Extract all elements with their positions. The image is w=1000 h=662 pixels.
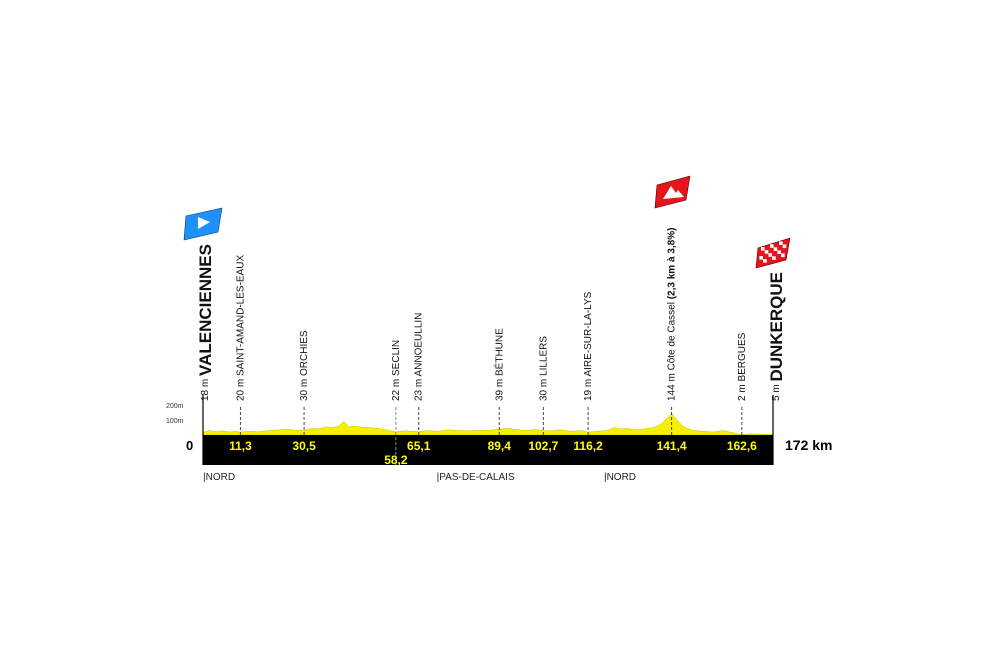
checkered-square bbox=[772, 256, 776, 260]
waypoint-name: Côte de Cassel bbox=[666, 302, 677, 370]
climb-details: (2,3 km à 3,8%) bbox=[666, 228, 677, 302]
checkered-square bbox=[764, 250, 769, 254]
region-label: |NORD bbox=[203, 472, 235, 483]
checkered-square bbox=[777, 250, 781, 254]
waypoint-altitude: 144 m bbox=[666, 370, 677, 401]
waypoint-altitude: 20 m bbox=[235, 376, 246, 401]
waypoint-altitude: 2 m bbox=[736, 382, 747, 401]
waypoint-altitude: 30 m bbox=[538, 376, 549, 401]
region-label: |NORD bbox=[604, 472, 636, 483]
checkered-square bbox=[761, 247, 765, 251]
checkered-square bbox=[759, 256, 763, 260]
waypoint-altitude: 30 m bbox=[299, 376, 310, 401]
checkered-square bbox=[770, 244, 774, 248]
waypoint-name: SECLIN bbox=[390, 340, 401, 376]
waypoint-altitude: 5 m bbox=[771, 382, 782, 401]
waypoint-label: 2 m BERGUES bbox=[736, 332, 747, 401]
waypoint-name: ANNOEULLIN bbox=[413, 313, 424, 377]
total-distance-label: 172 km bbox=[785, 437, 832, 453]
waypoint-name: ORCHIES bbox=[299, 330, 310, 376]
waypoint-label: 18 m VALENCIENNES bbox=[196, 244, 215, 401]
waypoint-km-label: 30,5 bbox=[292, 439, 316, 453]
waypoint-name: VALENCIENNES bbox=[196, 244, 215, 376]
waypoint-name: LILLERS bbox=[538, 336, 549, 376]
waypoint-km-label: 102,7 bbox=[528, 439, 558, 453]
region-label: |PAS-DE-CALAIS bbox=[437, 472, 515, 483]
finish-flag-icon bbox=[755, 237, 791, 269]
y-tick-label: 200m bbox=[166, 403, 184, 410]
checkered-square bbox=[763, 259, 767, 263]
checkered-square bbox=[782, 244, 787, 249]
waypoint-label: 19 m AIRE-SUR-LA-LYS bbox=[583, 291, 594, 401]
zero-label: 0 bbox=[186, 438, 193, 453]
waypoint-km-label: 116,2 bbox=[573, 439, 603, 453]
elevation-profile-area bbox=[202, 413, 774, 436]
waypoint-altitude: 22 m bbox=[390, 376, 401, 401]
waypoint-km-label: 162,6 bbox=[727, 439, 757, 453]
waypoint-label: 30 m ORCHIES bbox=[299, 330, 310, 401]
mountain-icon bbox=[663, 186, 684, 199]
waypoint-name: DUNKERQUE bbox=[767, 272, 786, 382]
waypoint-label: 22 m SECLIN bbox=[390, 340, 401, 401]
waypoint-name: AIRE-SUR-LA-LYS bbox=[583, 291, 594, 376]
waypoint-km-label: 11,3 bbox=[229, 439, 252, 453]
checkered-square bbox=[773, 247, 778, 251]
waypoint-name: BERGUES bbox=[736, 332, 747, 381]
checkered-square bbox=[781, 253, 785, 258]
waypoint-label: 23 m ANNOEULLIN bbox=[413, 313, 424, 401]
waypoint-altitude: 18 m bbox=[200, 376, 211, 401]
waypoint-km-label: 58,2 bbox=[384, 453, 408, 467]
waypoint-altitude: 19 m bbox=[583, 377, 594, 401]
distance-band bbox=[203, 435, 773, 465]
checkered-square bbox=[779, 241, 783, 245]
waypoint-altitude: 23 m bbox=[413, 377, 424, 401]
play-arrow-icon bbox=[198, 217, 210, 229]
waypoint-label: 5 m DUNKERQUE bbox=[767, 272, 786, 401]
waypoint-km-label: 141,4 bbox=[657, 439, 687, 453]
waypoint-name: SAINT-AMAND-LES-EAUX bbox=[235, 255, 246, 376]
waypoint-label: 39 m BÉTHUNE bbox=[492, 328, 505, 401]
waypoint-name: BÉTHUNE bbox=[492, 328, 505, 376]
waypoint-altitude: 39 m bbox=[494, 376, 505, 401]
waypoint-km-label: 65,1 bbox=[407, 439, 431, 453]
checkered-square bbox=[768, 253, 772, 257]
waypoint-label: 30 m LILLERS bbox=[538, 336, 549, 401]
waypoint-label: 144 m Côte de Cassel (2,3 km à 3,8%) bbox=[666, 228, 677, 401]
waypoint-label: 20 m SAINT-AMAND-LES-EAUX bbox=[235, 255, 246, 401]
waypoint-km-label: 89,4 bbox=[488, 439, 512, 453]
y-tick-label: 100m bbox=[166, 418, 184, 425]
